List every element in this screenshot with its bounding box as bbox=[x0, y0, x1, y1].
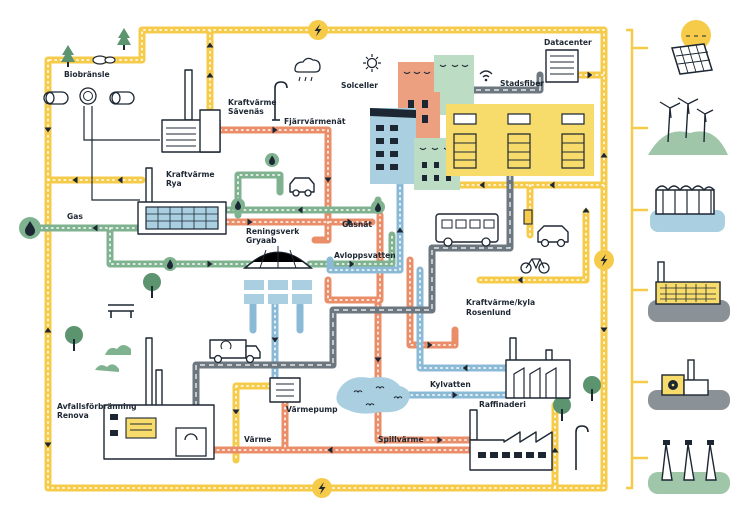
woodchips-icon bbox=[92, 55, 116, 65]
electric-car-icon bbox=[523, 209, 569, 248]
reningsverk-gryaab-plant bbox=[242, 246, 314, 304]
tree-icon bbox=[65, 326, 83, 351]
label-kraftvarme-savenas-1: Kraftvärme bbox=[228, 98, 277, 107]
car-icon bbox=[289, 177, 315, 197]
lightning-icon bbox=[594, 250, 614, 270]
label-avfallsforbranning-2: Renova bbox=[57, 411, 89, 420]
raffinaderi-plant bbox=[469, 409, 553, 471]
label-spillvarme: Spillvärme bbox=[378, 435, 424, 444]
tree-icon bbox=[583, 376, 601, 401]
kraftvarme-savenas-plant bbox=[161, 69, 221, 153]
label-kylvatten: Kylvatten bbox=[430, 380, 471, 389]
bus-icon bbox=[435, 213, 499, 247]
label-kraftvarme-rya-1: Kraftvärme bbox=[166, 170, 215, 179]
label-gasnat: Gasnät bbox=[342, 220, 372, 229]
solar-panels-icon bbox=[671, 20, 713, 75]
label-reningsverk-1: Reningsverk bbox=[246, 227, 300, 236]
kraftvarme-rya-plant bbox=[137, 167, 227, 235]
pine-tree-icon bbox=[117, 28, 131, 50]
kraftvarme-rosenlund-plant bbox=[505, 337, 571, 399]
drop-icon bbox=[19, 217, 41, 239]
power-lines-icon bbox=[648, 440, 730, 494]
sun-icon bbox=[363, 54, 381, 72]
label-gas: Gas bbox=[67, 212, 83, 221]
logs-icon bbox=[43, 87, 160, 201]
bushes-icon bbox=[95, 345, 131, 372]
tree-icon bbox=[143, 273, 161, 298]
label-datacenter: Datacenter bbox=[544, 38, 592, 47]
label-raffinaderi: Raffinaderi bbox=[479, 400, 526, 409]
water-network bbox=[249, 178, 514, 399]
street-lamp-icon bbox=[272, 81, 589, 470]
varmepump-unit bbox=[269, 377, 301, 403]
label-kraftvarme-savenas-2: Sävenäs bbox=[228, 107, 264, 116]
datacenter-building bbox=[545, 49, 579, 83]
flame-icon bbox=[371, 200, 385, 214]
label-varme: Värme bbox=[244, 435, 271, 444]
garbage-truck-icon bbox=[209, 339, 261, 364]
lightning-icon bbox=[308, 20, 328, 40]
label-kraftvarme-rya-2: Rya bbox=[166, 179, 182, 188]
flame-icon bbox=[163, 257, 177, 271]
legend-bracket bbox=[626, 28, 648, 490]
label-varmepump: Värmepump bbox=[286, 405, 338, 414]
label-kraftvarme-kyla-2: Rosenlund bbox=[466, 308, 511, 317]
label-kraftvarme-kyla-1: Kraftvärme/kyla bbox=[466, 298, 535, 307]
label-solceller: Solceller bbox=[341, 81, 378, 90]
power-plant-icon bbox=[648, 261, 730, 322]
hydro-power-icon bbox=[650, 185, 725, 232]
flame-icon bbox=[231, 198, 245, 212]
wind-turbines-icon bbox=[648, 97, 728, 155]
label-biobransle: Biobränsle bbox=[64, 70, 110, 79]
city-buildings bbox=[370, 55, 594, 190]
fiber-network bbox=[192, 71, 544, 414]
avfallsforbranning-renova-plant bbox=[103, 337, 215, 460]
bicycle-icon bbox=[520, 258, 550, 274]
label-avfallsforbranning-1: Avfallsförbränning bbox=[57, 402, 137, 411]
flame-icon bbox=[265, 153, 279, 167]
lightning-icon bbox=[312, 478, 332, 498]
wifi-icon bbox=[479, 70, 493, 82]
label-stadsfiber: Stadsfiber bbox=[500, 79, 544, 88]
label-reningsverk-2: Gryaab bbox=[246, 236, 277, 245]
pine-tree-icon bbox=[61, 45, 75, 67]
rain-cloud-icon bbox=[294, 57, 321, 82]
cooling-water-lake bbox=[336, 377, 410, 414]
park-bench-icon bbox=[108, 304, 134, 318]
label-fjarrvarmenat: Fjärrvärmenät bbox=[284, 117, 346, 126]
label-avloppsvatten: Avloppsvatten bbox=[334, 251, 396, 260]
nuclear-plant-icon bbox=[648, 359, 730, 410]
